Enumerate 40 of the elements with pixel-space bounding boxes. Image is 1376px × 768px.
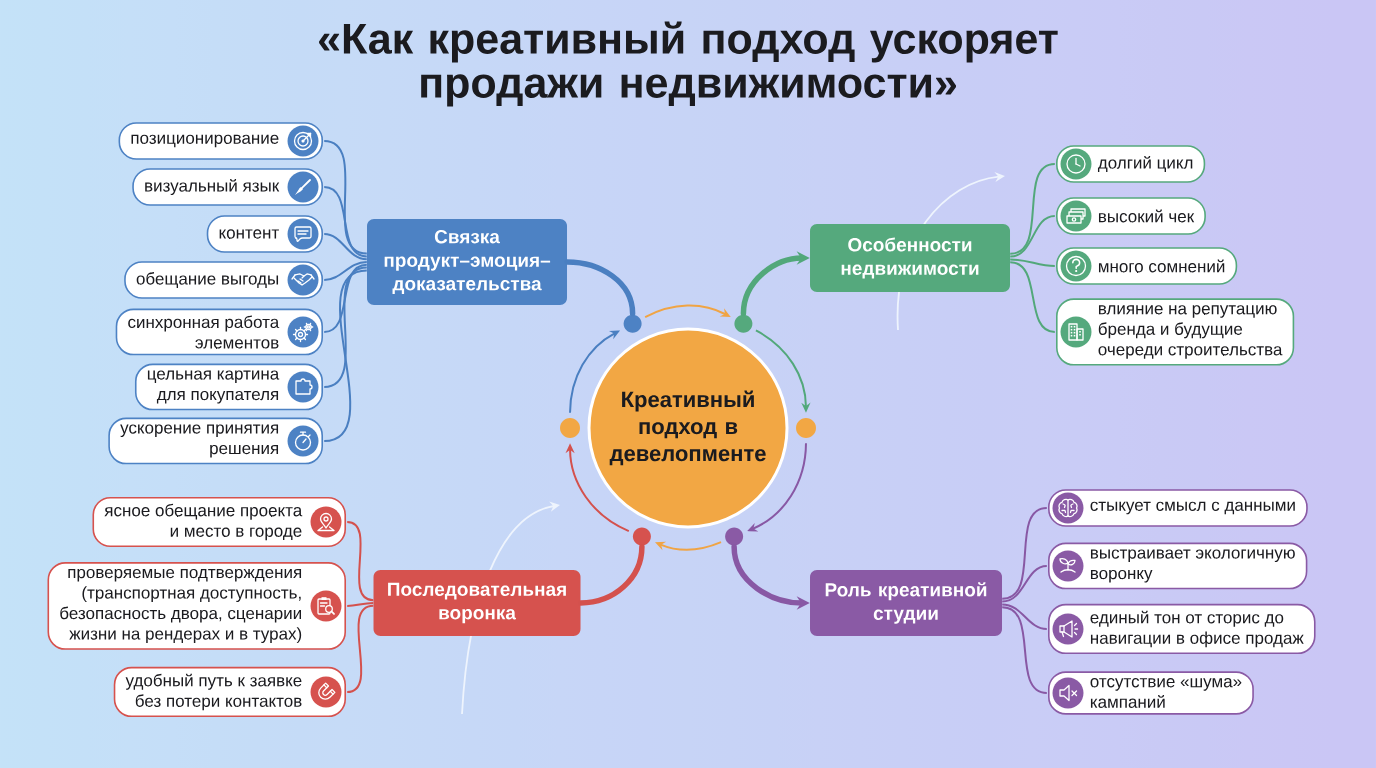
connector-line [1001, 606, 1048, 694]
connector-dot [796, 418, 816, 438]
connector-dot [725, 527, 744, 546]
branch-box: Связка продукт–эмоция–доказательства [367, 219, 567, 305]
topic-pill: проверяемые подтверждения (транспортная доступность, безопасность двора, сценарии жизни на рендерах и в турах) [47, 562, 346, 650]
connector-line [1001, 507, 1048, 600]
connector-line [323, 140, 368, 255]
connector-line [1001, 603, 1048, 630]
connector-line [346, 604, 375, 693]
branch-box: Последовательная воронка [373, 570, 581, 636]
topic-pill: синхронная работа элементов [115, 308, 323, 356]
connector-line [323, 269, 368, 442]
connector-dot [632, 527, 651, 546]
connector-line [1001, 565, 1048, 603]
topic-pill: ускорение принятия решения [108, 417, 323, 465]
connector-line [346, 602, 375, 607]
connector-dot [560, 418, 580, 438]
topic-pill: выстраивает экологичную воронку [1048, 542, 1308, 590]
connector-line [1009, 258, 1056, 267]
topic-pill: удобный путь к заявке без потери контактов [113, 666, 346, 718]
topic-pill: стыкует смысл с данными [1048, 489, 1308, 527]
connector-dot [734, 314, 753, 333]
topic-pill: ясное обещание проекта и место в городе [92, 496, 346, 548]
connector-line [323, 261, 368, 281]
connector-line [564, 259, 636, 317]
connector-line [346, 521, 375, 602]
connector-dot [623, 314, 642, 333]
branch-box: Особенности недвижимости [810, 224, 1010, 292]
connector-line [323, 263, 368, 333]
connector-line [323, 233, 368, 261]
topic-pill: влияние на репутацию бренда и будущие очереди строительства [1056, 298, 1295, 366]
connector-line [1009, 215, 1056, 258]
connector-line [323, 266, 368, 388]
connector-line [1009, 261, 1056, 333]
connector-line [1009, 163, 1056, 255]
connector-line [323, 186, 368, 258]
topic-pill: единый тон от сторис до навигации в офисе продаж [1048, 603, 1316, 655]
branch-box: Роль креативной студии [810, 570, 1002, 636]
title: «Как креативный подход ускоряет продажи недвижимости» [319, 21, 1058, 107]
connector-line [577, 544, 645, 606]
